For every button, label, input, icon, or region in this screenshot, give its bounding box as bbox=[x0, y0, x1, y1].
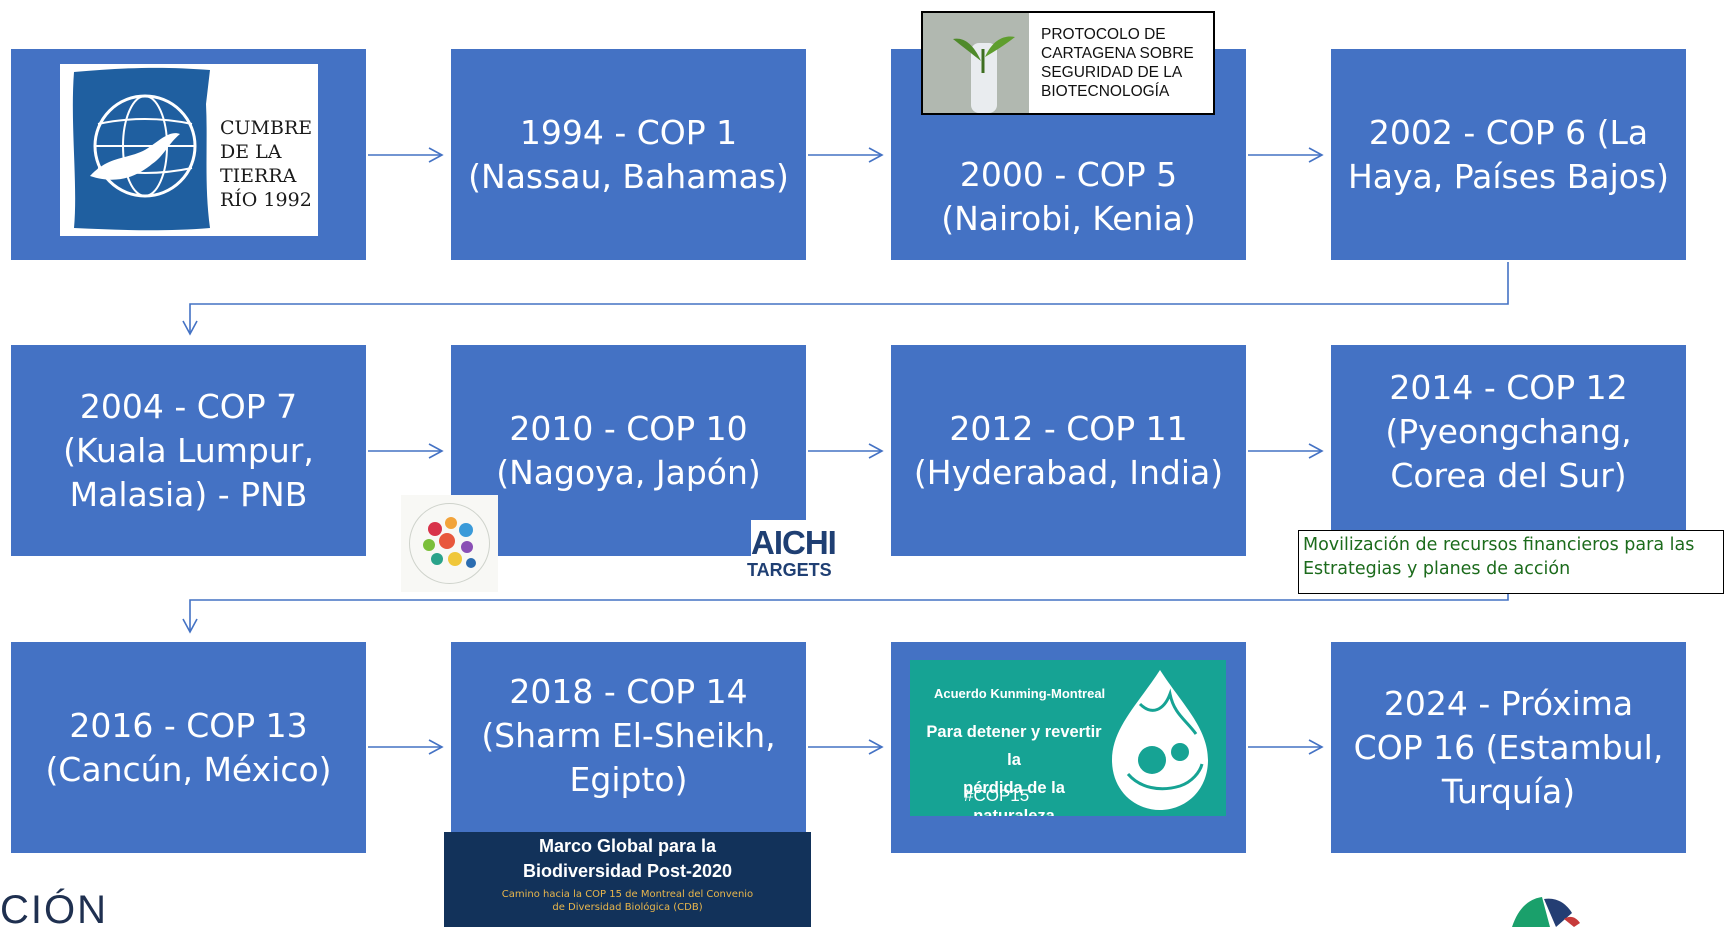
marco-subtitle: Camino hacia la COP 15 de Montreal del C… bbox=[501, 889, 754, 913]
corner-partial-text: CIÓN bbox=[0, 888, 108, 932]
box-cop16-label: 2024 - Próxima COP 16 (Estambul, Turquía… bbox=[1353, 683, 1664, 811]
plant-test-tube-icon bbox=[923, 13, 1029, 113]
cop10-nagoya-logo bbox=[401, 495, 498, 592]
marco-title: Marco Global para la Biodiversidad Post-… bbox=[522, 836, 733, 881]
box-cop1-label: 1994 - COP 1 (Nassau, Bahamas) bbox=[468, 112, 789, 196]
box-cop1: 1994 - COP 1 (Nassau, Bahamas) bbox=[451, 49, 806, 260]
cop12-note: Movilización de recursos financieros par… bbox=[1298, 530, 1724, 594]
box-cop7: 2004 - COP 7 (Kuala Lumpur, Malasia) - P… bbox=[11, 345, 366, 556]
box-cop7-label: 2004 - COP 7 (Kuala Lumpur, Malasia) - P… bbox=[63, 386, 314, 514]
kunming-hashtag: #COP15 bbox=[964, 786, 1030, 805]
rio-1992-logo: CUMBRE DE LA TIERRA RÍO 1992 bbox=[60, 64, 318, 236]
box-cop14-label: 2018 - COP 14 (Sharm El-Sheikh, Egipto) bbox=[481, 671, 776, 799]
kunming-body: Para detener y revertir la pérdida de la… bbox=[926, 723, 1102, 816]
rio-1992-text: CUMBRE DE LA TIERRA RÍO 1992 bbox=[220, 117, 313, 211]
kunming-montreal-image: Acuerdo Kunming-Montreal Para detener y … bbox=[910, 660, 1226, 816]
box-cop6-label: 2002 - COP 6 (La Haya, Países Bajos) bbox=[1347, 112, 1670, 196]
corner-partial-logo-icon bbox=[1512, 897, 1580, 927]
protocolo-cartagena-image: PROTOCOLO DE CARTAGENA SOBRE SEGURIDAD D… bbox=[921, 11, 1215, 115]
arrow-row1-row2 bbox=[182, 262, 1509, 336]
aichi-targets-logo: AICHI TARGETS bbox=[747, 520, 849, 586]
nature-drop-icon bbox=[1112, 670, 1210, 810]
box-cop13-label: 2016 - COP 13 (Cancún, México) bbox=[45, 705, 332, 789]
kunming-title: Acuerdo Kunming-Montreal bbox=[934, 686, 1106, 701]
box-cop13: 2016 - COP 13 (Cancún, México) bbox=[11, 642, 366, 853]
box-cop12: 2014 - COP 12 (Pyeongchang, Corea del Su… bbox=[1331, 345, 1686, 556]
aichi-text: AICHI bbox=[751, 524, 837, 561]
box-cop5-label: 2000 - COP 5 (Nairobi, Kenia) bbox=[941, 154, 1196, 238]
box-cop14: 2018 - COP 14 (Sharm El-Sheikh, Egipto) bbox=[451, 642, 806, 853]
box-cop11-label: 2012 - COP 11 (Hyderabad, India) bbox=[913, 408, 1224, 492]
box-cop10-label: 2010 - COP 10 (Nagoya, Japón) bbox=[496, 408, 761, 492]
aichi-targets-text: TARGETS bbox=[747, 560, 832, 580]
box-cop6: 2002 - COP 6 (La Haya, Países Bajos) bbox=[1331, 49, 1686, 260]
biodiversity-circle-icon bbox=[409, 503, 490, 584]
rio-globe-dove-icon bbox=[72, 67, 210, 231]
box-cop16: 2024 - Próxima COP 16 (Estambul, Turquía… bbox=[1331, 642, 1686, 853]
box-cop11: 2012 - COP 11 (Hyderabad, India) bbox=[891, 345, 1246, 556]
protocolo-text: PROTOCOLO DE CARTAGENA SOBRE SEGURIDAD D… bbox=[1041, 26, 1194, 100]
box-cop10: 2010 - COP 10 (Nagoya, Japón) bbox=[451, 345, 806, 556]
marco-global-image: Marco Global para la Biodiversidad Post-… bbox=[444, 832, 811, 927]
box-cop12-label: 2014 - COP 12 (Pyeongchang, Corea del Su… bbox=[1385, 367, 1632, 495]
